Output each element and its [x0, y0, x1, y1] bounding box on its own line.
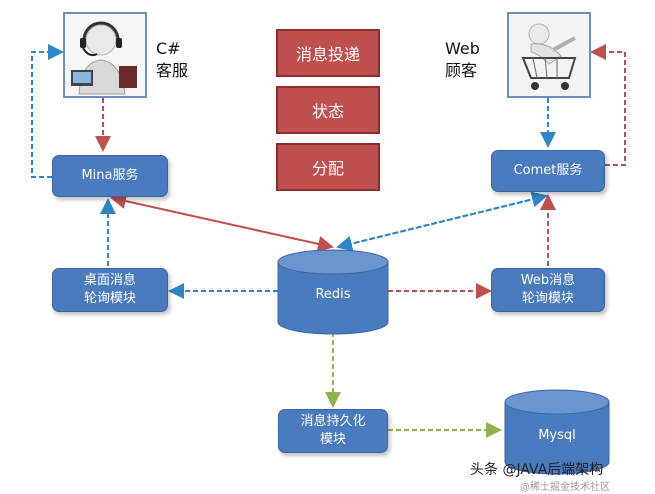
csharp-label-line2: 客服	[156, 61, 189, 80]
csharp-label-line1: C#	[156, 39, 181, 58]
redis-label: Redis	[315, 287, 351, 302]
desktop-poll-node: 桌面消息 轮询模块	[52, 268, 168, 312]
legend-status: 状态	[276, 86, 380, 134]
persistence-node: 消息持久化 模块	[278, 409, 388, 453]
legend-status-label: 状态	[311, 102, 344, 121]
legend-message-delivery-label: 消息投递	[295, 45, 360, 64]
desktop-poll-line2: 轮询模块	[83, 291, 136, 306]
persistence-line1: 消息持久化	[300, 414, 366, 429]
arrow-comet-to-web	[590, 44, 626, 166]
arrow-redis-to-mina	[110, 193, 333, 248]
arrow-redis-to-comet	[337, 191, 548, 248]
desktop-poll-line1: 桌面消息	[83, 273, 136, 288]
web-poll-line2: 轮询模块	[521, 291, 574, 306]
web-poll-line1: Web消息	[520, 273, 576, 288]
csharp-actor-label: C# 客服	[156, 38, 188, 82]
mina-service-node: Mina服务	[52, 155, 168, 197]
persistence-line2: 模块	[319, 432, 346, 447]
web-label-line1: Web	[445, 39, 480, 58]
mina-service-label: Mina服务	[81, 168, 139, 183]
legend-allocation: 分配	[276, 143, 380, 191]
web-actor-label: Web 顾客	[445, 38, 480, 82]
headset-agent-icon	[65, 14, 145, 96]
web-customer-image	[507, 12, 591, 98]
watermark-main: 头条 @JAVA后端架构	[470, 462, 604, 478]
watermark-sub: @稀土掘金技术社区	[520, 482, 610, 493]
redis-cylinder	[277, 249, 389, 335]
comet-service-label: Comet服务	[513, 163, 583, 178]
shopping-cart-figure-icon	[509, 14, 589, 96]
mysql-label: Mysql	[538, 428, 576, 443]
mysql-cylinder	[504, 389, 610, 475]
comet-service-node: Comet服务	[491, 150, 605, 192]
web-poll-node: Web消息 轮询模块	[491, 268, 605, 312]
legend-allocation-label: 分配	[311, 159, 344, 178]
arrow-mina-to-cs	[31, 44, 64, 178]
customer-service-agent-image	[63, 12, 147, 98]
web-label-line2: 顾客	[445, 61, 478, 80]
legend-message-delivery: 消息投递	[276, 29, 380, 77]
